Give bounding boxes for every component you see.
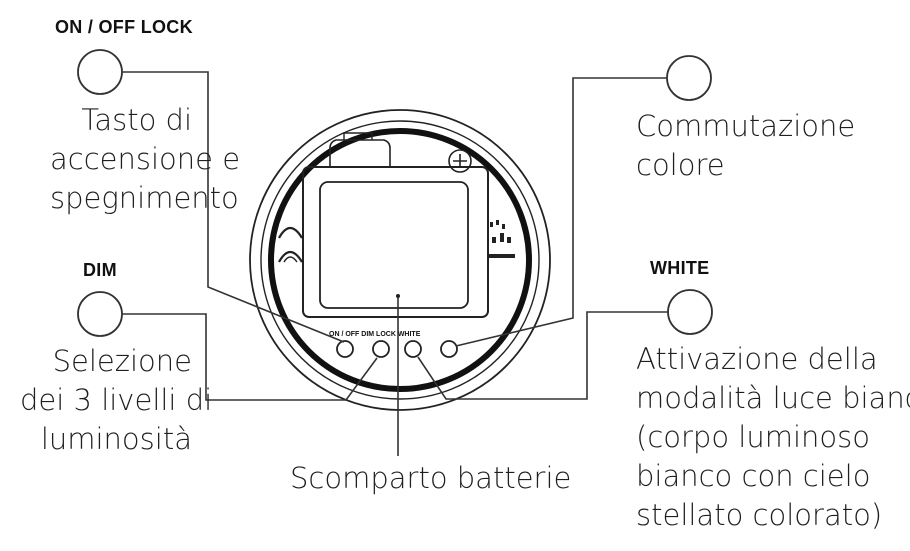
header-on-off-lock: ON / OFF LOCK [55, 17, 193, 37]
side-markings [278, 226, 303, 263]
header-white: WHITE [650, 258, 710, 278]
on-off-lock-button[interactable] [336, 340, 354, 358]
desc-line: Attivazione della [636, 342, 878, 376]
callout-circles [77, 49, 713, 337]
white-button[interactable] [404, 340, 422, 358]
header-dim: DIM [83, 260, 117, 280]
battery-leader-dot [396, 294, 400, 298]
dim-button[interactable] [372, 340, 390, 358]
desc-line: Tasto di [81, 103, 192, 137]
desc-on-off-lock: Tasto di accensione e spegnimento [50, 101, 241, 218]
callout-color [666, 55, 712, 101]
color-button[interactable] [440, 340, 458, 358]
battery-compartment [302, 132, 489, 318]
desc-line: stellato colorato) [636, 498, 883, 532]
desc-line: dei 3 livelli di [20, 383, 213, 417]
desc-line: bianco con cielo [636, 459, 871, 493]
device-buttons [336, 340, 458, 358]
desc-line: spegnimento [50, 181, 239, 215]
speaker-grille-marks [489, 220, 515, 258]
leader-on-off-lock [122, 71, 345, 343]
desc-line: luminosità [40, 422, 192, 456]
desc-line: Commutazione [636, 109, 856, 143]
callout-dim [77, 291, 123, 337]
label-battery-compartment: Scomparto batterie [290, 459, 571, 498]
leader-lines [122, 71, 668, 456]
desc-line: accensione e [50, 142, 241, 176]
leader-dim [122, 313, 378, 401]
desc-line: Selezione [52, 344, 192, 378]
button-strip-label: ON / OFF DIM LOCK WHITE [329, 331, 421, 338]
leader-color [455, 77, 667, 347]
leader-white [417, 311, 668, 400]
desc-line: (corpo luminoso [636, 420, 871, 454]
led-indicator-icon [278, 250, 303, 263]
led-indicator-icon [278, 226, 303, 239]
desc-line: Scomparto batterie [290, 461, 572, 495]
callout-on-off-lock [77, 49, 123, 95]
device-body [249, 109, 551, 411]
desc-dim: Selezione dei 3 livelli di luminosità [20, 342, 213, 459]
desc-line: colore [636, 148, 725, 182]
desc-color: Commutazione colore [636, 107, 855, 185]
callout-white [667, 289, 713, 335]
desc-line: modalità luce bianca [636, 381, 910, 415]
desc-white: Attivazione della modalità luce bianca (… [636, 340, 910, 535]
